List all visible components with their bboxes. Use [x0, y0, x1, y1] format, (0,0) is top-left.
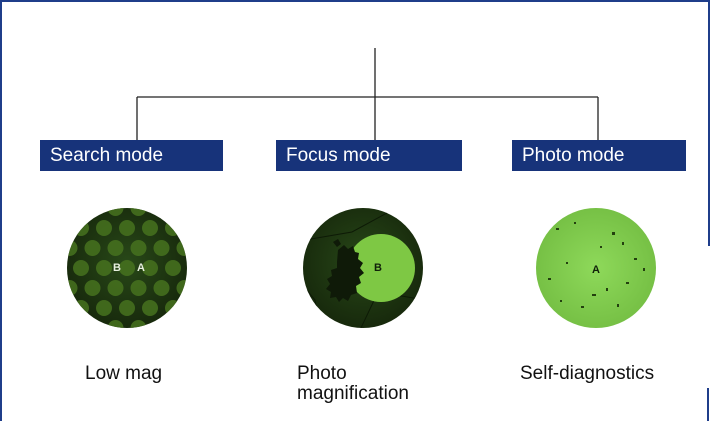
grid-spot: [153, 280, 170, 296]
photo-mode-header: Photo mode: [512, 140, 686, 171]
grid-spot: [119, 220, 135, 236]
photo-mode-caption: Self-diagnostics: [520, 363, 655, 384]
grid-spot: [107, 280, 124, 296]
grid-spot: [165, 220, 181, 236]
focus-mode-caption: Photo magnification: [297, 363, 409, 404]
grid-spot: [176, 280, 187, 296]
grid-spot: [130, 280, 147, 296]
photo-mode-micrograph: [536, 208, 656, 328]
grid-spot: [73, 260, 89, 276]
grid-spot: [153, 240, 170, 256]
grid-spot: [142, 300, 158, 316]
spot-label-b: B: [374, 262, 382, 274]
grid-spot: [96, 300, 112, 316]
debris-cluster: [326, 245, 364, 302]
grid-spot: [119, 300, 135, 316]
grid-spot: [67, 240, 78, 256]
grid-spot: [96, 220, 112, 236]
grid-spot: [165, 300, 181, 316]
grid-spot: [107, 240, 124, 256]
grid-spot: [142, 260, 158, 276]
connector-lines: [136, 48, 599, 140]
focus-mode-header: Focus mode: [276, 140, 462, 171]
grid-spot: [142, 220, 158, 236]
grid-spot: [67, 280, 78, 296]
grid-spot: [130, 208, 147, 216]
grid-spot: [84, 240, 101, 256]
grid-spot: [165, 260, 181, 276]
grid-spot: [107, 208, 124, 216]
grid-spot: [176, 240, 187, 256]
grid-spot: [73, 220, 89, 236]
focus-mode-micrograph: [303, 208, 423, 328]
spot-label-a: A: [137, 262, 145, 274]
grid-spot: [107, 320, 124, 328]
grid-spot: [73, 300, 89, 316]
grid-spot: [130, 240, 147, 256]
spot-label-a: A: [592, 264, 600, 276]
grid-spot: [130, 320, 147, 328]
spot-label-b: B: [113, 262, 121, 274]
grid-spot: [96, 260, 112, 276]
grid-spot: [119, 260, 135, 276]
search-mode-micrograph: [67, 208, 187, 328]
search-mode-caption: Low mag: [85, 363, 163, 384]
grid-spot: [84, 280, 101, 296]
search-mode-header: Search mode: [40, 140, 223, 171]
